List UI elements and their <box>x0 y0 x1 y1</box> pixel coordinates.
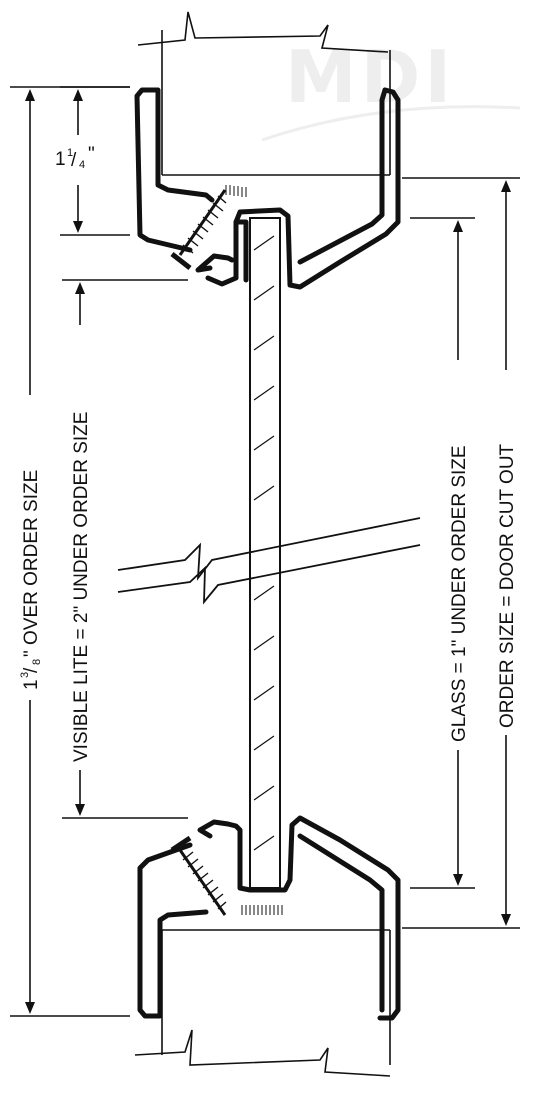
over-order-frac-den: 8 <box>31 659 43 665</box>
over-order-whole: 1 <box>21 679 42 690</box>
dimension-glass: GLASS = 1" UNDER ORDER SIZE <box>410 217 475 889</box>
dimension-frame-depth: 1 1 / 4 " <box>55 86 130 236</box>
svg-text:/: / <box>71 150 77 171</box>
frame-depth-unit: " <box>88 144 95 165</box>
watermark-logo: MDI <box>261 35 521 142</box>
top-door-section <box>137 11 391 176</box>
frame-depth-frac-num: 1 <box>67 147 73 159</box>
top-frame-profile <box>134 87 401 290</box>
svg-text:/: / <box>21 667 42 673</box>
over-order-frac-num: 3 <box>19 672 31 678</box>
order-size-label: ORDER SIZE = DOOR CUT OUT <box>497 443 518 728</box>
dimension-order-size: ORDER SIZE = DOOR CUT OUT <box>402 177 520 929</box>
bottom-door-section <box>134 929 391 1077</box>
frame-depth-whole: 1 <box>55 149 66 170</box>
dimension-visible-lite: VISIBLE LITE = 2" UNDER ORDER SIZE <box>62 279 188 819</box>
watermark-text: MDI <box>285 35 455 119</box>
bottom-screw-icon <box>170 835 227 916</box>
frame-depth-frac-den: 4 <box>79 159 85 171</box>
glass-panel <box>249 217 281 889</box>
top-screw-icon <box>170 189 227 270</box>
glass-label: GLASS = 1" UNDER ORDER SIZE <box>449 445 470 742</box>
bottom-frame-profile <box>137 815 401 1021</box>
visible-lite-label: VISIBLE LITE = 2" UNDER ORDER SIZE <box>71 412 92 762</box>
dimension-over-order-size: 1 3 / 8 " OVER ORDER SIZE <box>10 86 130 1017</box>
over-order-rest: " OVER ORDER SIZE <box>21 470 42 657</box>
break-line <box>117 517 421 605</box>
